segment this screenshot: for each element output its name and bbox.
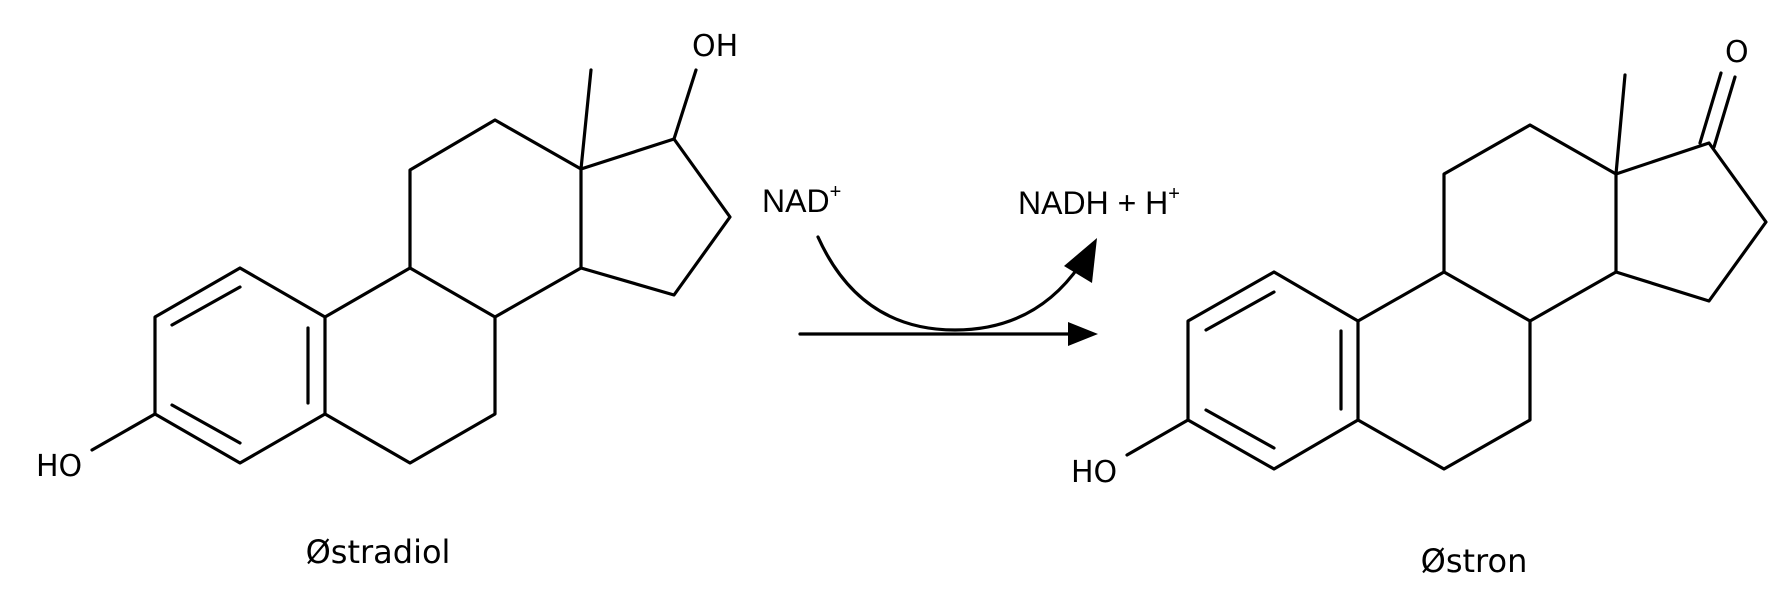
ring-b-bonds [1356, 270, 1532, 471]
curved-arrow-head-icon [1064, 238, 1097, 283]
ho-bond [1125, 418, 1190, 457]
methyl-bond [579, 68, 593, 171]
carbonyl-bond-2 [1712, 75, 1737, 149]
ring-a-double-bond-1 [1204, 290, 1276, 332]
nad-label: NAD+ [762, 181, 841, 219]
ring-a-double-bond-2 [170, 403, 242, 445]
o-label: O [1725, 35, 1749, 70]
ring-a-double-bond-1 [170, 285, 242, 327]
curved-arrow-path [816, 235, 1082, 332]
cofactor-arrow [816, 235, 1097, 332]
nadh-label: NADH + H+ [1018, 183, 1180, 221]
ring-c-bonds [408, 118, 583, 319]
oh-label: OH [692, 29, 738, 64]
reaction-arrow [798, 322, 1098, 346]
ring-a-bonds [153, 266, 327, 465]
ring-c-bonds [1442, 123, 1618, 323]
ring-d-bonds [1614, 141, 1768, 303]
ring-d-bonds [579, 137, 732, 297]
main-arrow-head-icon [1068, 322, 1098, 346]
carbonyl-bond-1 [1698, 71, 1723, 145]
estrone-structure: HO O [1071, 35, 1768, 490]
ring-a-double-bond-2 [1204, 408, 1276, 450]
estradiol-structure: HO OH [36, 29, 738, 484]
ring-b-bonds [323, 266, 497, 465]
ho-bond [90, 412, 157, 452]
reactant-name: Østradiol [306, 533, 451, 571]
ho-label: HO [36, 449, 82, 484]
ho-label: HO [1071, 455, 1117, 490]
methyl-bond [1614, 73, 1627, 176]
oh-bond [672, 68, 698, 141]
ring-a-bonds [1186, 270, 1360, 471]
product-name: Østron [1421, 542, 1528, 580]
